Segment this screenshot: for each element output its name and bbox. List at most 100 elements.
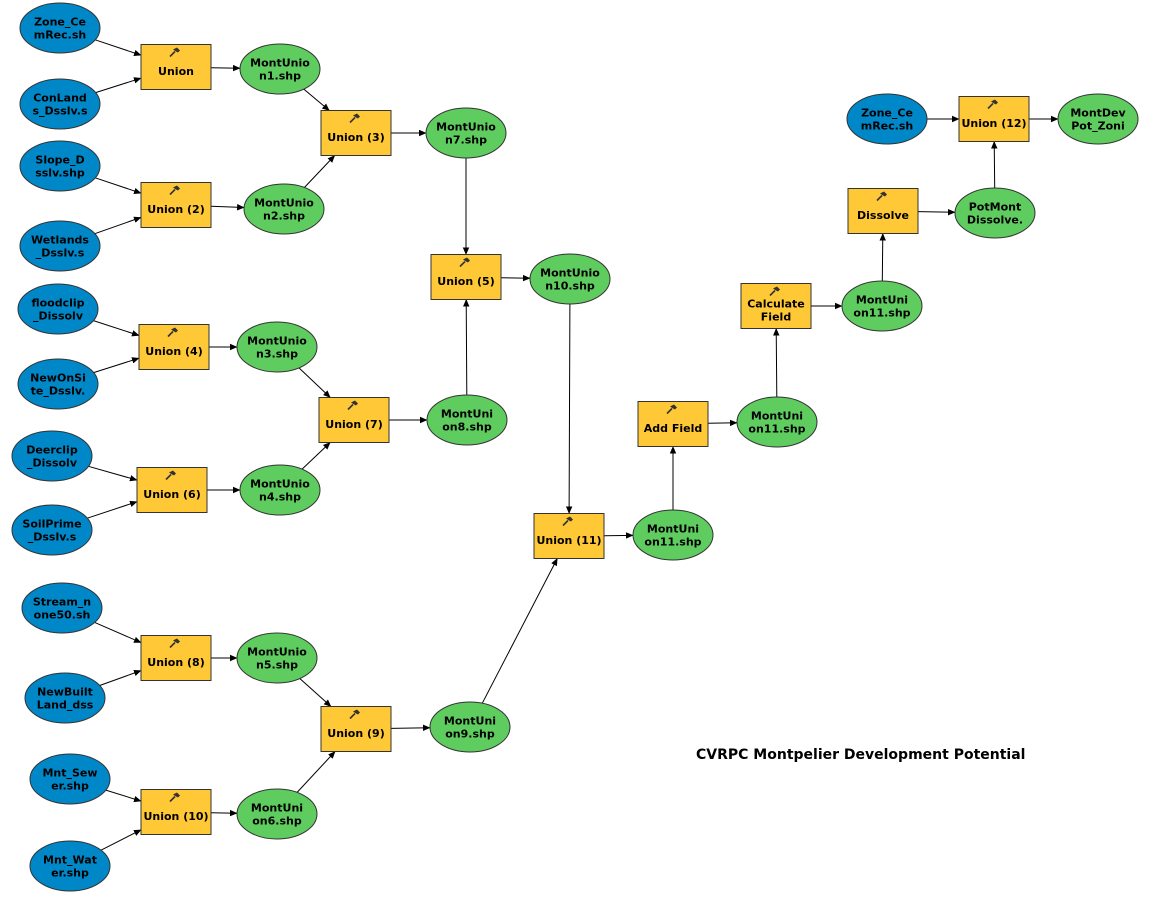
- connector-mu11b-to-calcfield[interactable]: [773, 328, 780, 398]
- tool-box-union4[interactable]: Union (4): [138, 324, 210, 370]
- hammer-icon: [349, 113, 360, 124]
- connector-sewer-to-union10[interactable]: [105, 789, 142, 803]
- connector-dissolve-to-potmont[interactable]: [917, 208, 956, 216]
- connector-stream-to-union8[interactable]: [94, 621, 142, 644]
- connector-mu10-to-union11[interactable]: [565, 303, 573, 514]
- tool-rectangle: [136, 467, 208, 513]
- connector-deerclip-to-union6[interactable]: [88, 465, 138, 482]
- connector-addfield-to-mu11b[interactable]: [707, 419, 738, 427]
- connector-soilprime-to-union6[interactable]: [87, 500, 138, 519]
- connector-floodclip-to-union4[interactable]: [93, 320, 140, 337]
- node-label: n10.shp: [545, 280, 595, 293]
- connector-conlands-to-union1[interactable]: [95, 77, 142, 94]
- tool-rectangle: [533, 513, 605, 559]
- connector-water-to-union10[interactable]: [100, 829, 142, 851]
- input-ellipse: [19, 2, 101, 54]
- node-label: n5.shp: [256, 659, 298, 672]
- connector-wetlands-to-union2[interactable]: [94, 216, 142, 235]
- tool-box-addfield[interactable]: Add Field: [637, 401, 709, 447]
- tool-box-union3[interactable]: Union (3): [320, 110, 392, 156]
- tool-box-union1[interactable]: Union: [140, 44, 212, 90]
- tool-box-union10[interactable]: Union (10): [140, 789, 212, 835]
- input-dataset-soilprime[interactable]: SoilPrime_Dsslv.s: [11, 504, 93, 556]
- connector-union5-to-mu10[interactable]: [500, 274, 531, 282]
- node-label: MontUnio: [250, 57, 310, 70]
- connector-mu6-to-union9[interactable]: [296, 751, 336, 793]
- input-dataset-floodclip[interactable]: floodclip_Dissolv: [17, 283, 99, 335]
- connector-mu9-to-union11[interactable]: [481, 558, 558, 704]
- hammer-icon: [167, 327, 178, 338]
- tool-box-union2[interactable]: Union (2): [140, 182, 212, 228]
- node-label: NewBuilt: [37, 686, 93, 699]
- output-ellipse: [954, 187, 1036, 239]
- connector-union1-to-mu1[interactable]: [210, 64, 241, 72]
- input-dataset-slope[interactable]: Slope_Dsslv.shp: [19, 140, 101, 192]
- node-label: Zone_Ce: [34, 16, 86, 29]
- node-label: Land_dss: [37, 699, 94, 712]
- connector-union10-to-mu6[interactable]: [210, 809, 238, 817]
- tool-box-dissolve[interactable]: Dissolve: [847, 188, 919, 234]
- connector-newonsite-to-union4[interactable]: [93, 357, 140, 374]
- node-label: n2.shp: [263, 210, 305, 223]
- connector-mu3-to-union7[interactable]: [298, 367, 331, 398]
- tool-box-union12[interactable]: Union (12): [958, 96, 1030, 142]
- connector-mu8-to-union5[interactable]: [463, 299, 470, 396]
- connector-union2-to-mu2[interactable]: [210, 204, 245, 211]
- connector-newbuilt-to-union8[interactable]: [99, 669, 142, 686]
- tool-rectangle: [430, 254, 502, 300]
- connector-zone1-to-union1[interactable]: [95, 39, 142, 57]
- connector-mu11c-to-dissolve[interactable]: [879, 233, 886, 282]
- connector-union9-to-mu9[interactable]: [390, 724, 431, 732]
- input-dataset-wetlands[interactable]: Wetlands_Dsslv.s: [19, 220, 101, 272]
- node-label: ConLand: [33, 92, 87, 105]
- connector-potmont-to-union12[interactable]: [991, 141, 998, 189]
- connector-mu1-to-union3[interactable]: [303, 88, 330, 111]
- node-label: Union (5): [437, 275, 494, 288]
- input-dataset-deerclip[interactable]: Deerclip_Dissolv: [11, 430, 93, 482]
- connector-mu2-to-union3[interactable]: [304, 155, 336, 188]
- input-ellipse: [11, 430, 93, 482]
- tool-box-union11[interactable]: Union (11): [533, 513, 605, 559]
- tool-box-union5[interactable]: Union (5): [430, 254, 502, 300]
- output-ellipse: [239, 43, 321, 95]
- tool-box-union8[interactable]: Union (8): [140, 635, 212, 681]
- tool-box-union6[interactable]: Union (6): [136, 467, 208, 513]
- tool-box-union9[interactable]: Union (9): [320, 706, 392, 752]
- tool-box-union7[interactable]: Union (7): [318, 397, 390, 443]
- connector-mu5-to-union9[interactable]: [299, 678, 332, 707]
- output-ellipse: [529, 253, 611, 305]
- node-label: n1.shp: [259, 70, 301, 83]
- connector-mu4-to-union7[interactable]: [301, 442, 331, 470]
- node-label: MontUni: [441, 408, 493, 421]
- connector-slope-to-union2[interactable]: [95, 177, 142, 195]
- tool-rectangle: [958, 96, 1030, 142]
- node-label: floodclip: [31, 297, 84, 310]
- connectors: [87, 39, 1059, 851]
- node-label: Union (11): [536, 534, 601, 547]
- tool-rectangle: [140, 182, 212, 228]
